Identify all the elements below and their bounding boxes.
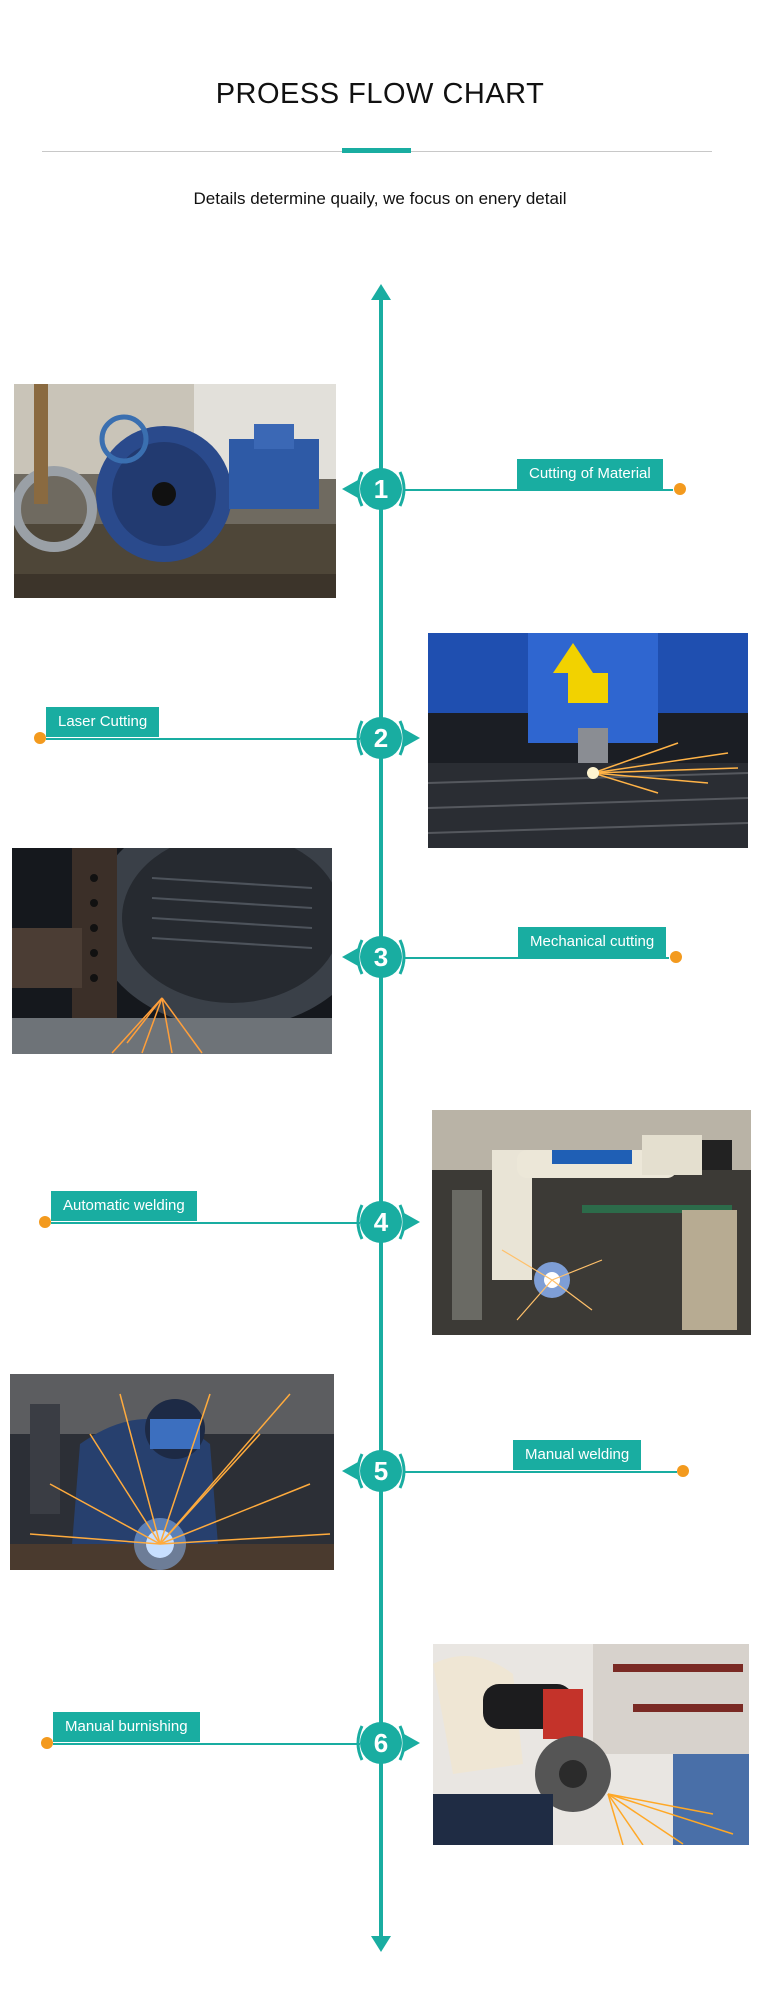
step-3-node-bracket: [352, 936, 410, 978]
step-2-pointer-icon: [404, 729, 420, 747]
step-5-connector: [405, 1471, 677, 1473]
step-4-photo: [432, 1110, 751, 1335]
step-6-node: 6: [360, 1722, 402, 1764]
step-4-dot: [39, 1216, 51, 1228]
step-4-label: Automatic welding: [51, 1191, 197, 1221]
step-4-connector: [51, 1222, 360, 1224]
step-1-node: 1: [360, 468, 402, 510]
step-2-dot: [34, 732, 46, 744]
step-4-node: 4: [360, 1201, 402, 1243]
step-3-pointer-icon: [342, 948, 358, 966]
step-3-label: Mechanical cutting: [518, 927, 667, 957]
step-6-connector: [53, 1743, 360, 1745]
step-1-connector: [405, 489, 673, 491]
step-2-connector: [46, 738, 360, 740]
step-6-pointer-icon: [404, 1734, 420, 1752]
step-6-label: Manual burnishing: [53, 1712, 200, 1742]
step-3-dot: [670, 951, 682, 963]
step-5-node: 5: [360, 1450, 402, 1492]
title-divider-accent: [342, 148, 411, 153]
page-subtitle: Details determine quaily, we focus on en…: [193, 189, 567, 208]
step-1-photo: [14, 384, 336, 598]
timeline-arrow-up-icon: [371, 284, 391, 300]
timeline-spine: [379, 298, 383, 1941]
step-5-photo: [10, 1374, 334, 1570]
step-2-photo: [428, 633, 748, 848]
timeline-arrow-down-icon: [371, 1936, 391, 1952]
step-3-node: 3: [360, 936, 402, 978]
step-5-dot: [677, 1465, 689, 1477]
step-4-pointer-icon: [404, 1213, 420, 1231]
step-1-node-bracket: [352, 468, 410, 510]
step-5-node-bracket: [352, 1450, 410, 1492]
step-3-photo: [12, 848, 332, 1054]
step-6-dot: [41, 1737, 53, 1749]
step-6-photo: [433, 1644, 749, 1845]
step-3-connector: [405, 957, 669, 959]
step-2-label: Laser Cutting: [46, 707, 160, 737]
step-5-pointer-icon: [342, 1462, 358, 1480]
step-1-dot: [674, 483, 686, 495]
step-2-node: 2: [360, 717, 402, 759]
step-1-label: Cutting of Material: [517, 459, 663, 489]
step-1-pointer-icon: [342, 480, 358, 498]
step-5-label: Manual welding: [513, 1440, 642, 1470]
page-title: PROESS FLOW CHART: [215, 78, 545, 110]
